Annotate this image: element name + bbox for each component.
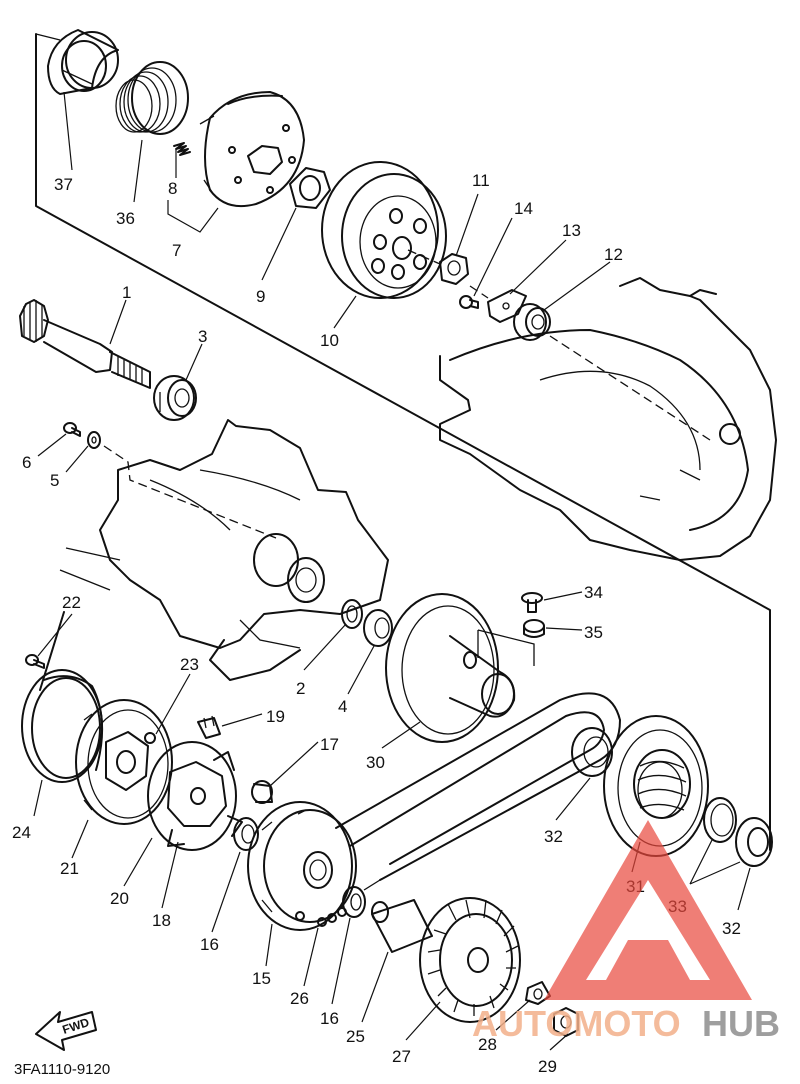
label-part-32-right: 32 [722, 919, 741, 938]
diagram-code: 3FA1110-9120 [14, 1061, 110, 1078]
label-part-7: 7 [172, 241, 181, 260]
cover-part-24 [21, 669, 104, 783]
spacer-part-25 [371, 899, 433, 953]
label-part-3: 3 [198, 327, 207, 346]
label-part-27: 27 [392, 1047, 411, 1066]
label-part-10: 10 [320, 331, 339, 350]
washer-part-2 [341, 599, 363, 629]
label-part-28: 28 [478, 1035, 497, 1054]
label-part-36: 36 [116, 209, 135, 228]
seal-part-4 [363, 609, 393, 647]
label-part-22: 22 [62, 593, 81, 612]
assembly-frame [35, 33, 771, 851]
label-part-14: 14 [514, 199, 533, 218]
label-part-2: 2 [296, 679, 305, 698]
hex-nut-part-9 [289, 167, 331, 209]
bolt-part-6 [63, 422, 81, 437]
label-part-23: 23 [180, 655, 199, 674]
axis-line-upper [407, 249, 711, 441]
small-spring-part-8 [173, 142, 191, 156]
seal-part-32-left [571, 727, 613, 777]
label-part-19: 19 [266, 707, 285, 726]
roller-part-17 [251, 780, 273, 804]
label-part-15: 15 [252, 969, 271, 988]
axis-line-shaft [103, 445, 277, 539]
forward-direction-arrow: FWD [35, 1011, 97, 1051]
label-part-1: 1 [122, 283, 131, 302]
bolt-part-14 [459, 295, 479, 309]
watermark-triangle-logo [544, 820, 752, 1000]
label-part-18: 18 [152, 911, 171, 930]
crankcase-cover-outline [439, 277, 777, 561]
clutch-carrier-part-7 [199, 91, 305, 208]
label-part-11: 11 [472, 171, 490, 190]
o-ring-part-33 [703, 797, 737, 843]
collar-part-35 [523, 619, 545, 638]
watermark-hub-text: HUB [702, 1003, 780, 1044]
label-part-6: 6 [22, 453, 31, 472]
label-part-16-left: 16 [200, 935, 219, 954]
label-part-5: 5 [50, 471, 59, 490]
slider-part-19 [197, 715, 221, 739]
clutch-spring-part-36 [115, 61, 189, 135]
leader-lines [33, 91, 751, 1051]
secondary-sheave-part-30 [385, 593, 535, 743]
nut-part-29 [553, 1007, 579, 1037]
label-part-24: 24 [12, 823, 31, 842]
label-part-12: 12 [604, 245, 623, 264]
label-part-37: 37 [54, 175, 73, 194]
label-part-30: 30 [366, 753, 385, 772]
bolt-part-22 [25, 654, 45, 669]
movable-sheave-part-15 [247, 801, 357, 931]
primary-shaft-part-1 [19, 299, 151, 389]
pin-part-34 [521, 592, 543, 613]
fixed-sheave-fan-part-27 [419, 897, 521, 1023]
label-part-34: 34 [584, 583, 603, 602]
crankcase-outline [59, 419, 389, 681]
automotohub-watermark: AUTOMOTO HUB [472, 820, 780, 1044]
label-part-21: 21 [60, 859, 79, 878]
nut-part-11 [439, 253, 469, 285]
label-part-9: 9 [256, 287, 265, 306]
weights-part-26 [295, 907, 347, 927]
clutch-housing-part-37 [47, 29, 119, 95]
ramp-plate-part-20 [147, 741, 243, 851]
plate-part-13 [487, 289, 527, 323]
seal-part-32-right [735, 817, 773, 867]
label-part-26: 26 [290, 989, 309, 1008]
part-labels: 37 36 8 7 9 10 11 14 13 12 1 3 6 5 22 23… [12, 171, 741, 1076]
bearing-part-12 [513, 303, 551, 341]
watermark-auto-text: AUTOMOTO [472, 1003, 681, 1044]
label-part-20: 20 [110, 889, 129, 908]
label-part-8: 8 [168, 179, 177, 198]
label-part-4: 4 [338, 697, 347, 716]
label-part-25: 25 [346, 1027, 365, 1046]
label-part-29: 29 [538, 1057, 557, 1076]
label-part-35: 35 [584, 623, 603, 642]
label-part-16-right: 16 [320, 1009, 339, 1028]
drive-belt [335, 692, 621, 891]
washer-part-5 [87, 431, 101, 449]
plate-part-21 [75, 699, 173, 825]
label-part-17: 17 [320, 735, 339, 754]
bearing-part-3 [153, 375, 197, 421]
clutch-bell-part-10 [321, 161, 447, 299]
label-part-13: 13 [562, 221, 581, 240]
label-part-32-left: 32 [544, 827, 563, 846]
